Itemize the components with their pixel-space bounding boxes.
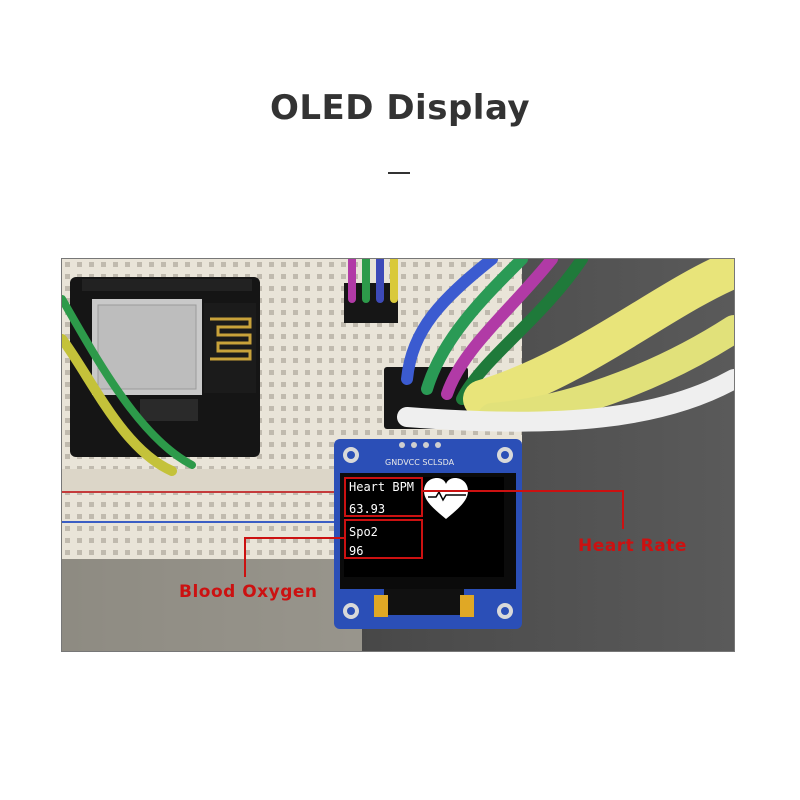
oled-heart-label: Heart BPM (349, 480, 414, 494)
heart-rate-highlight-box (344, 477, 423, 517)
oled-pin-labels: GNDVCC SCLSDA (385, 458, 455, 467)
blood-oxygen-label: Blood Oxygen (179, 582, 318, 602)
heart-rate-leader-line (422, 490, 624, 529)
heart-rate-label: Heart Rate (578, 536, 687, 556)
heartbeat-line-icon (428, 490, 466, 502)
product-photo: GNDVCC SCLSDA Heart BPM 63.93 Spo2 96 He… (61, 258, 735, 652)
photo-illustration: GNDVCC SCLSDA Heart BPM 63.93 Spo2 96 He… (62, 259, 734, 651)
title-divider (388, 172, 410, 174)
oled-spo2-value: 96 (349, 544, 363, 558)
page-title: OLED Display (269, 88, 531, 128)
blood-oxygen-leader-line (244, 537, 345, 577)
oled-heart-value: 63.93 (349, 502, 385, 516)
heart-icon (424, 478, 468, 519)
oled-spo2-label: Spo2 (349, 525, 378, 539)
jumper-wires (62, 259, 734, 476)
